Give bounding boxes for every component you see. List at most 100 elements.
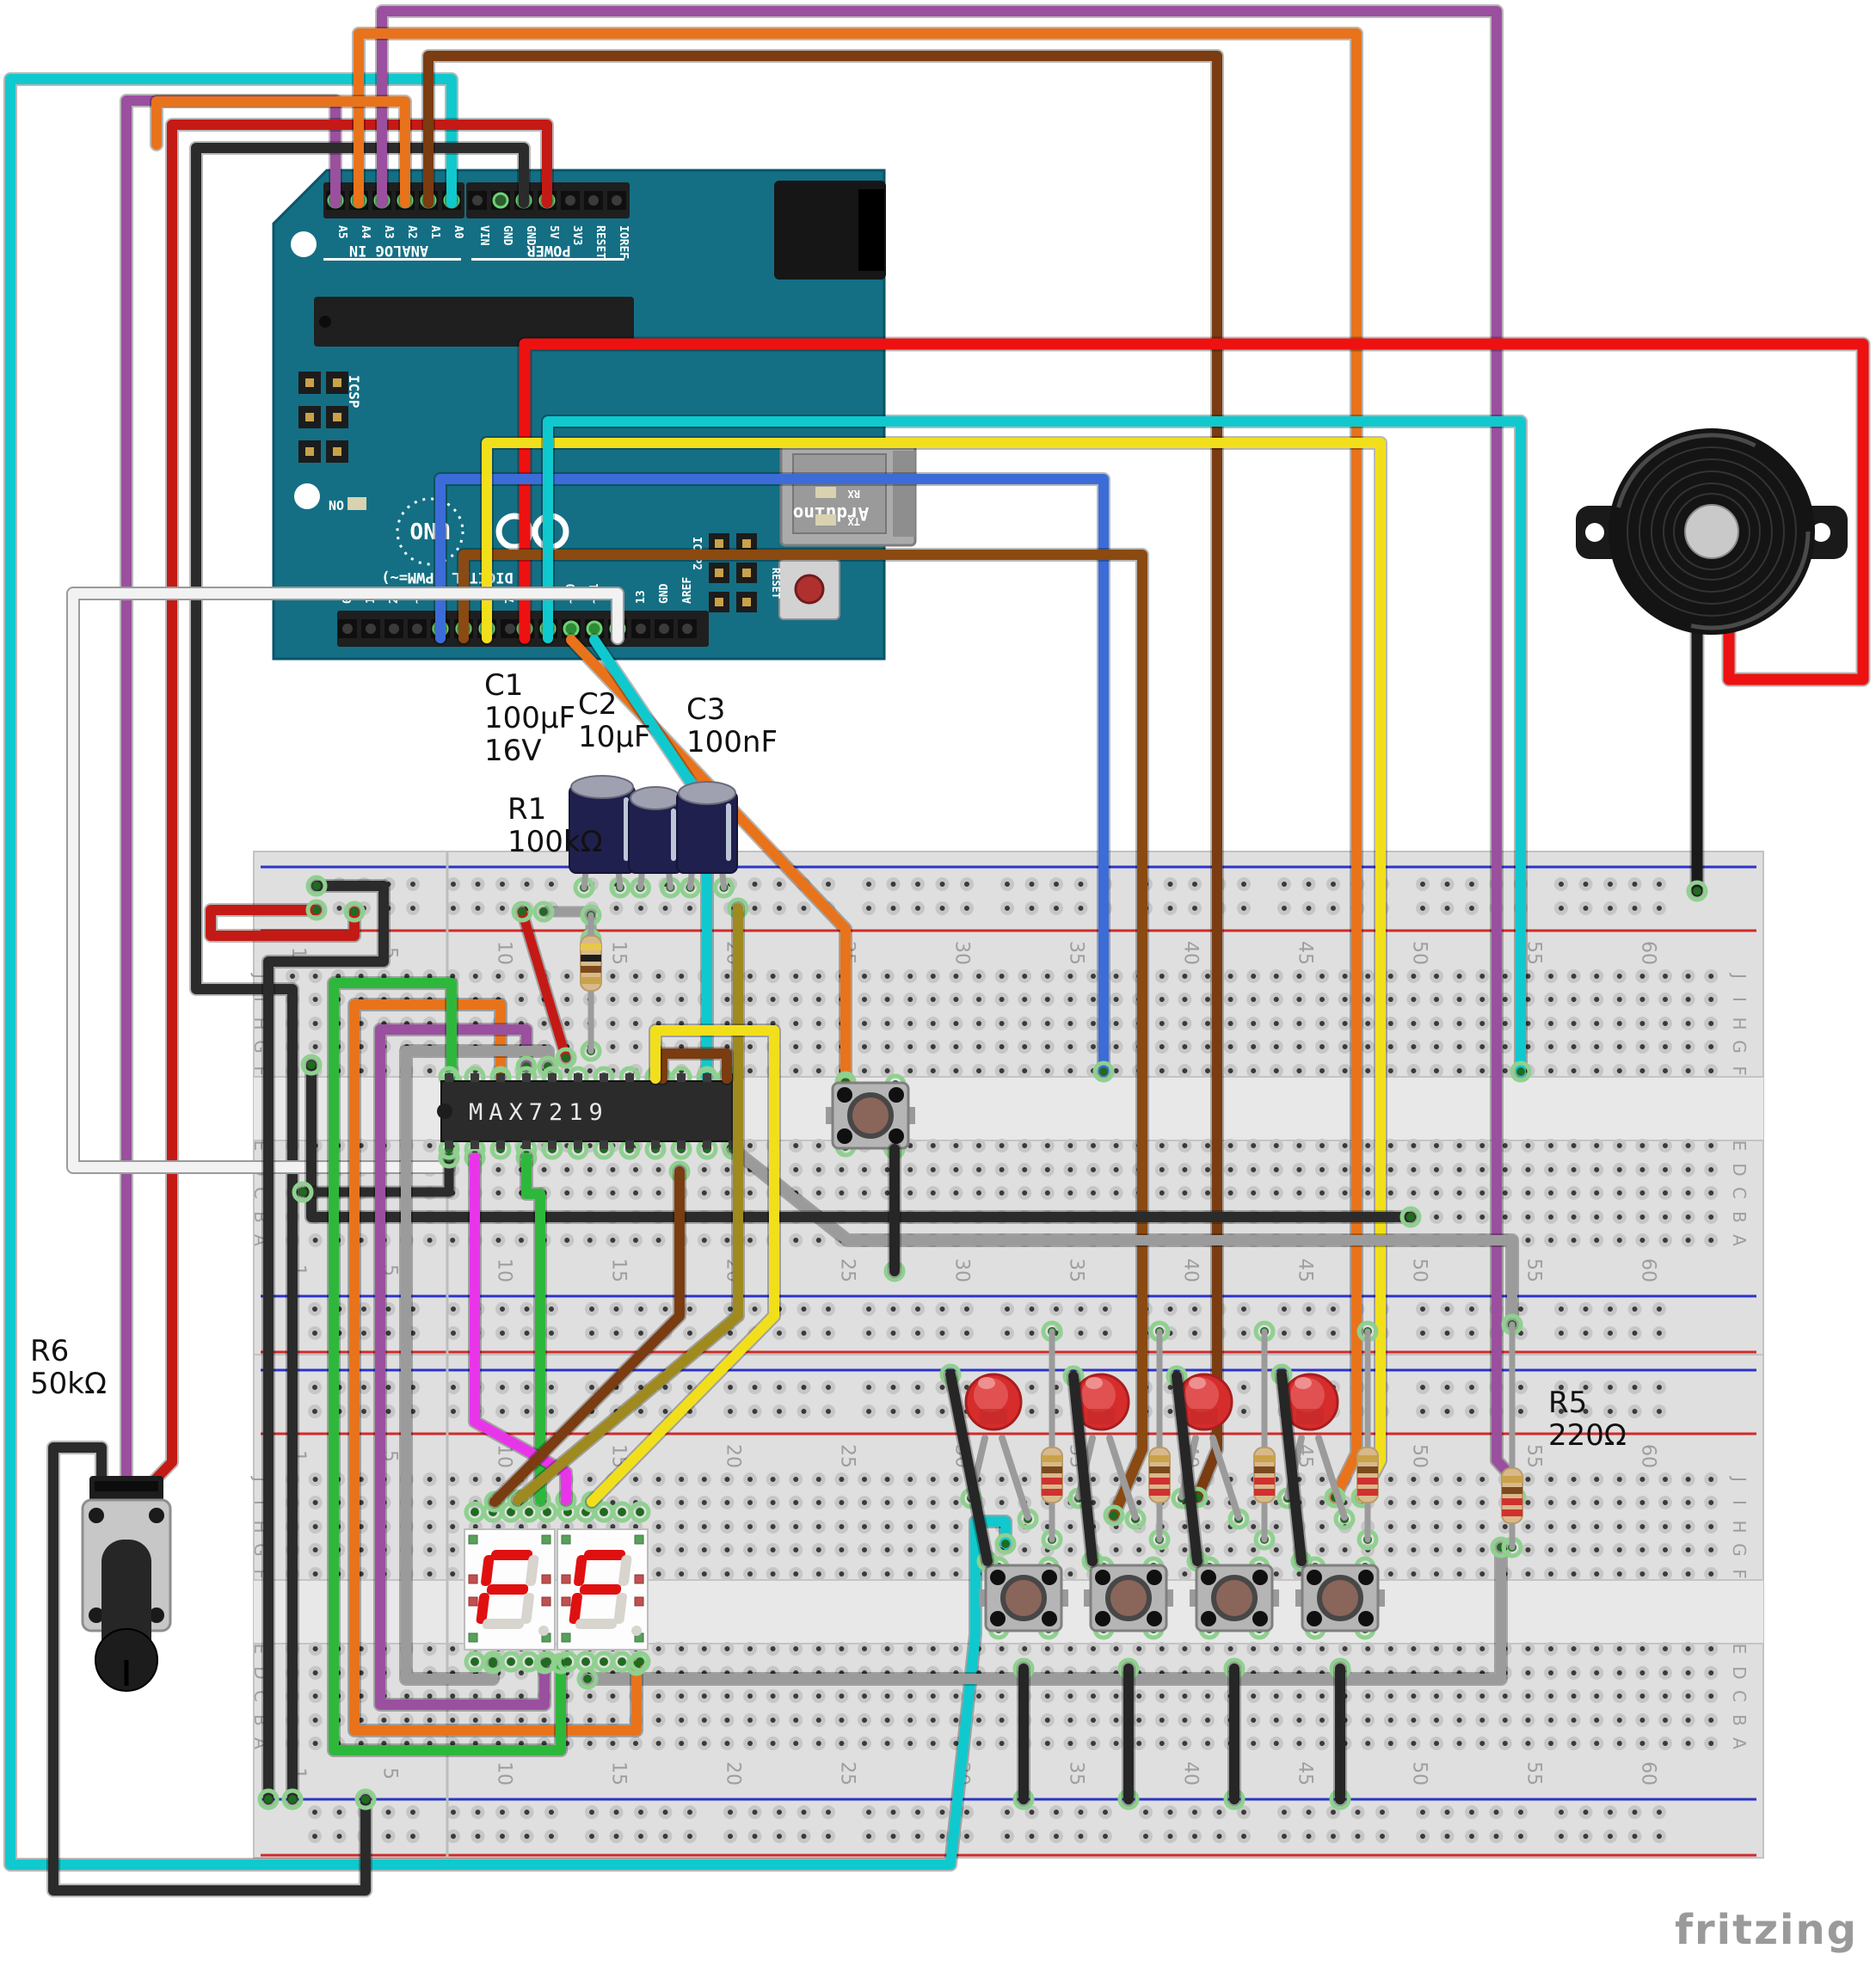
- resistor-220ohm-2[interactable]: [1148, 1328, 1171, 1543]
- wire-black-l1[interactable]: [945, 1369, 993, 1566]
- wire-black-pot[interactable]: [48, 1442, 371, 1896]
- wire-olive-d1[interactable]: [513, 903, 743, 1505]
- wire-gray-chip-r5[interactable]: [728, 1144, 1517, 1330]
- wire-red-rail[interactable]: [206, 905, 360, 941]
- row-letter: I: [1729, 997, 1750, 1002]
- icsp-label: ICSP: [346, 375, 362, 409]
- seven-segment-displays[interactable]: [464, 1528, 649, 1651]
- buzzer-center: [1684, 504, 1739, 559]
- wire-cyan-a0-loop[interactable]: [5, 74, 1011, 1870]
- row-letter: B: [1729, 1714, 1750, 1726]
- push-button-2[interactable]: [979, 1564, 1068, 1632]
- row-letter: G: [1729, 1040, 1750, 1054]
- chip-label: MAX7219: [469, 1099, 609, 1126]
- pin-label: GND: [524, 225, 537, 246]
- column-number: 1: [287, 947, 309, 959]
- silk-line: [323, 258, 461, 261]
- wire-gray-d2-r5[interactable]: [582, 1542, 1506, 1684]
- pin-label: AREF: [681, 577, 694, 604]
- wire-green-d2[interactable]: [521, 1153, 545, 1505]
- wire-magenta-d1[interactable]: [470, 1153, 571, 1505]
- column-number: 45: [1294, 1258, 1315, 1282]
- row-letter: D: [1729, 1163, 1750, 1176]
- push-button-3[interactable]: [1084, 1564, 1173, 1632]
- icsp-header[interactable]: [298, 372, 348, 463]
- label-c2-line2: 10µF: [578, 720, 650, 754]
- resistor-r1-100kohm[interactable]: [580, 912, 602, 1054]
- capacitors[interactable]: [569, 775, 738, 891]
- wire-blue-d4[interactable]: [435, 474, 1109, 1077]
- row-letter: H: [1729, 1017, 1750, 1030]
- led-1[interactable]: [964, 1373, 1031, 1521]
- pin-label: GND: [501, 225, 514, 246]
- wire-black-l3[interactable]: [1172, 1371, 1202, 1566]
- wire-black-l4[interactable]: [1276, 1369, 1307, 1566]
- max7219-chip[interactable]: MAX7219: [437, 1073, 738, 1149]
- digital-header-left[interactable]: [337, 611, 521, 647]
- row-letter: J: [250, 1475, 271, 1482]
- row-letter: C: [1729, 1187, 1750, 1199]
- capacitor-c2[interactable]: [628, 786, 683, 874]
- wire-purple-disp[interactable]: [375, 1024, 550, 1710]
- label-c1-line1: C1: [484, 668, 523, 703]
- column-number: 15: [607, 1258, 629, 1282]
- push-button-5[interactable]: [1295, 1564, 1385, 1632]
- seven-segment-display-2[interactable]: [557, 1528, 649, 1651]
- pin-label: RESET: [594, 225, 606, 259]
- tx-led: [815, 514, 836, 526]
- wire-orange-a4[interactable]: [354, 28, 1362, 1503]
- wire-black-gnd[interactable]: [191, 143, 529, 1804]
- row-letter: A: [1729, 1737, 1750, 1749]
- column-number: 10: [493, 1761, 514, 1786]
- wire-brown-d1[interactable]: [489, 1166, 685, 1507]
- column-number: 15: [607, 941, 629, 965]
- piezo-buzzer[interactable]: [1576, 428, 1848, 635]
- wire-black-rail-loop[interactable]: [263, 881, 389, 1804]
- wires-over: [468, 901, 1347, 1806]
- wire-green-disp[interactable]: [329, 978, 566, 1755]
- column-number: 40: [1179, 1761, 1201, 1786]
- push-buttons[interactable]: [826, 1081, 1385, 1632]
- wire-brown-pi[interactable]: [657, 1048, 732, 1084]
- wire-orange-a2[interactable]: [151, 96, 410, 208]
- column-number: 60: [1637, 1761, 1658, 1786]
- label-c2-line1: C2: [578, 687, 617, 722]
- wire-orange-disp[interactable]: [349, 999, 642, 1736]
- wire-black-l2[interactable]: [1068, 1371, 1098, 1566]
- label-c3-line2: 100nF: [686, 725, 778, 759]
- label-r5-line1: R5: [1548, 1386, 1587, 1420]
- seven-segment-display-1[interactable]: [464, 1528, 556, 1651]
- icsp2-header[interactable]: [709, 533, 757, 612]
- wire-brown-a1[interactable]: [423, 51, 1222, 1503]
- capacitor-c1[interactable]: [569, 775, 636, 874]
- pin-label: 3V3: [570, 225, 583, 245]
- resistor-220ohm-3[interactable]: [1253, 1328, 1276, 1543]
- resistor-r5-220ohm[interactable]: [1501, 1321, 1523, 1551]
- pin-label: A1: [428, 225, 441, 239]
- resistor-220ohm-4[interactable]: [1356, 1328, 1379, 1543]
- wire-yellow-d1[interactable]: [587, 1025, 779, 1507]
- potentiometer-r6[interactable]: [81, 1476, 172, 1692]
- resistor-220ohm-1[interactable]: [1041, 1328, 1063, 1543]
- wire-gray-disp[interactable]: [401, 1046, 553, 1684]
- wire-black-rowb[interactable]: [306, 1060, 1416, 1222]
- capacitor-c3[interactable]: [676, 781, 738, 874]
- wire-red-r1[interactable]: [517, 907, 571, 1063]
- pin-label: GND: [658, 583, 671, 604]
- label-r5-line2: 220Ω: [1548, 1418, 1627, 1453]
- column-number: 35: [1065, 941, 1086, 965]
- row-letter: J: [250, 972, 271, 979]
- push-button-4[interactable]: [1190, 1564, 1279, 1632]
- wire-red-d8-buzzer[interactable]: [519, 338, 1869, 685]
- row-letter: E: [1729, 1644, 1750, 1655]
- wire-brown-d5[interactable]: [458, 550, 1147, 1521]
- resistors[interactable]: [580, 912, 1523, 1551]
- reset-button-cap[interactable]: [794, 574, 825, 605]
- fritzing-watermark: fritzing: [1675, 1906, 1858, 1954]
- leds[interactable]: [964, 1373, 1348, 1521]
- wire-cyan-d9[interactable]: [543, 416, 1526, 1077]
- push-button-1[interactable]: [826, 1081, 915, 1150]
- column-number: 25: [836, 1444, 858, 1468]
- rx-label: RX: [847, 488, 860, 500]
- pin-label: A2: [405, 225, 418, 239]
